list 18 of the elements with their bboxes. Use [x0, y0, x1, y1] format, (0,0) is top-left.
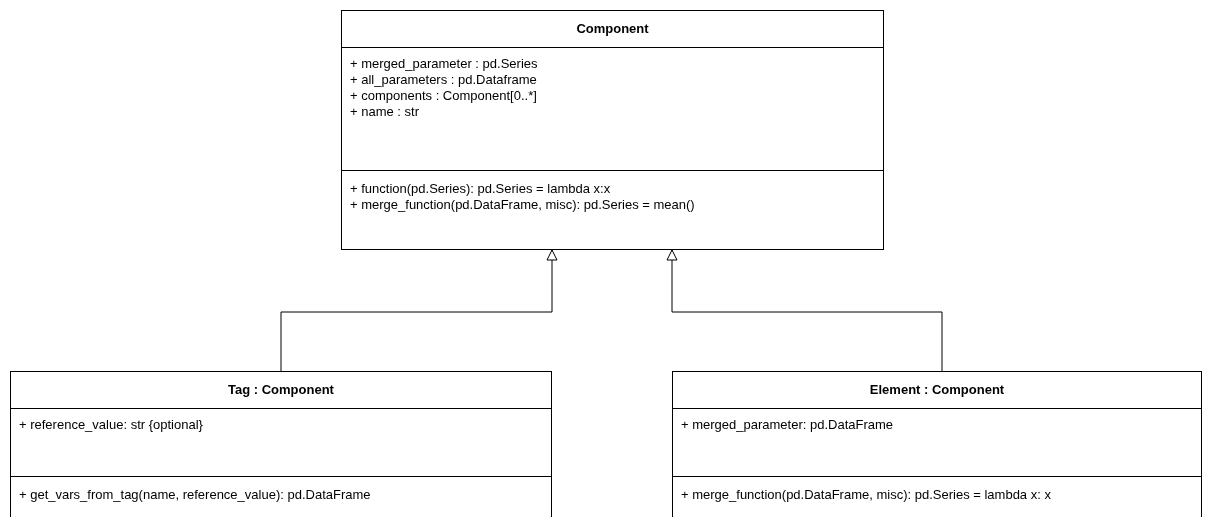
class-name: Element : Component — [869, 382, 1005, 398]
attribute-text: + all_parameters : pd.Dataframe — [350, 72, 538, 88]
method-text: + function(pd.Series): pd.Series = lambda x:x — [350, 181, 612, 197]
method-text: + merge_function(pd.DataFrame, misc): pd.Series = mean() — [350, 197, 696, 213]
attribute-text: + name : str — [350, 104, 420, 120]
generalization-arrow — [280, 249, 558, 372]
method-text: + get_vars_from_tag(name, reference_value): pd.DataFrame — [19, 487, 372, 503]
attribute-text: + merged_parameter: pd.DataFrame — [681, 417, 895, 433]
generalization-arrow — [666, 249, 943, 372]
class-name: Component — [576, 21, 649, 37]
attribute-text: + merged_parameter : pd.Series — [350, 56, 539, 72]
class-box — [672, 371, 1202, 517]
attribute-text: + components : Component[0..*] — [350, 88, 538, 104]
class-name: Tag : Component — [228, 382, 334, 398]
class-box — [341, 10, 884, 250]
method-text: + merge_function(pd.DataFrame, misc): pd.Series = lambda x: x — [681, 487, 1052, 503]
attribute-text: + reference_value: str {optional} — [19, 417, 204, 433]
class-box — [10, 371, 552, 517]
